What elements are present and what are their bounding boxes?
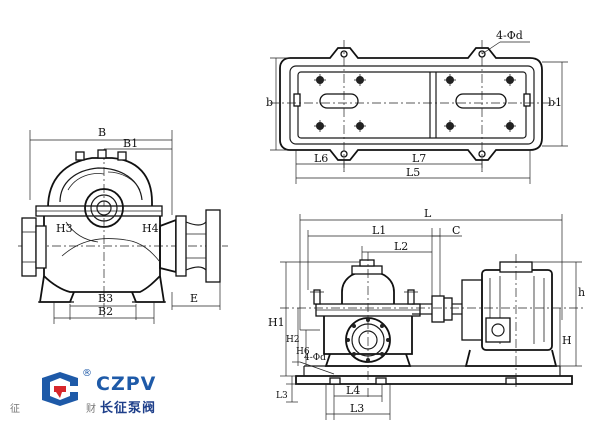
dim-label-C: C bbox=[452, 224, 460, 237]
company-logo: ® CZPV 征 财 长征泵阀 bbox=[10, 368, 175, 418]
base-plan-view: 4-Φd b b1 L6 L7 L5 bbox=[266, 29, 568, 184]
unit-front-view: L L1 C L2 bbox=[268, 207, 585, 420]
dim-label-L4: L4 bbox=[346, 384, 360, 397]
dim-label-B: B bbox=[98, 126, 106, 139]
logo-mid-char: 财 bbox=[86, 404, 96, 415]
dim-label-L: L bbox=[424, 207, 432, 220]
dim-label-B1: B1 bbox=[123, 137, 138, 150]
registered-mark: ® bbox=[82, 368, 92, 379]
dim-label-H2: H2 bbox=[286, 335, 300, 345]
dim-label-bolt-holes-plan: 4-Φd bbox=[496, 29, 523, 42]
dim-label-h: h bbox=[578, 286, 585, 299]
dim-label-b1: b1 bbox=[548, 96, 562, 109]
dim-label-b: b bbox=[266, 96, 273, 109]
dim-label-B2: B2 bbox=[98, 305, 113, 318]
dim-label-L1: L1 bbox=[372, 224, 386, 237]
logo-left-char: 征 bbox=[10, 404, 20, 415]
dim-label-L5: L5 bbox=[406, 166, 420, 179]
dim-label-H: H bbox=[562, 334, 572, 347]
dim-label-L3: L3 bbox=[350, 402, 364, 415]
dim-label-H3: H3 bbox=[56, 222, 73, 235]
dim-label-L2: L2 bbox=[394, 240, 408, 253]
dim-label-H4: H4 bbox=[142, 222, 159, 235]
dim-label-B3: B3 bbox=[98, 292, 113, 305]
dim-label-L3-vertical: L3 bbox=[276, 391, 288, 401]
dim-label-L6: L6 bbox=[314, 152, 328, 165]
dim-label-bolt-holes-front: 4-Φd bbox=[304, 353, 326, 363]
logo-mark-icon bbox=[42, 372, 78, 406]
pump-side-view: B B1 bbox=[18, 126, 228, 324]
dim-label-E: E bbox=[190, 292, 198, 305]
dim-label-L7: L7 bbox=[412, 152, 426, 165]
brand-name: CZPV bbox=[96, 373, 157, 395]
company-name-cn: 长征泵阀 bbox=[100, 401, 157, 416]
dim-label-H6: H6 bbox=[296, 347, 310, 357]
dim-label-H1: H1 bbox=[268, 316, 285, 329]
